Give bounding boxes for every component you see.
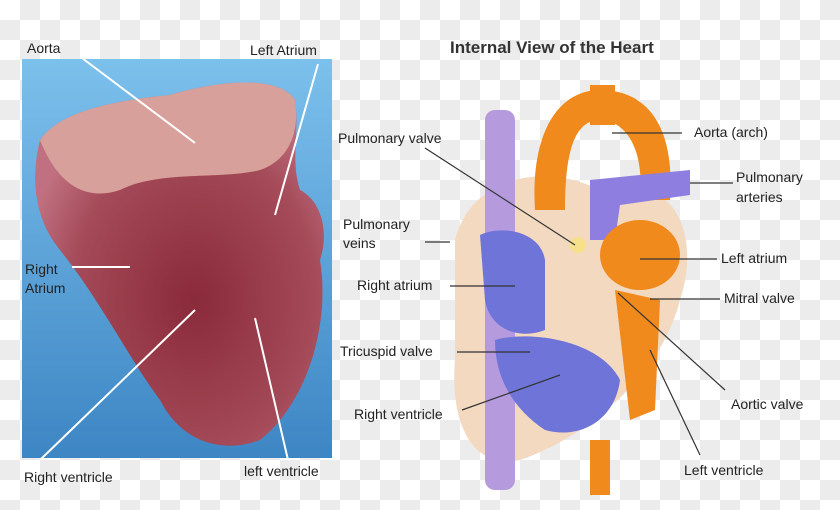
label-left-ventricle-photo: left ventricle [244, 463, 319, 479]
label-pulmonary-valve: Pulmonary valve [338, 130, 442, 146]
label-right-atrium-line2: Atrium [25, 280, 66, 296]
label-tricuspid-valve: Tricuspid valve [340, 343, 433, 359]
label-left-ventricle-diagram: Left ventricle [684, 462, 764, 478]
label-aorta: Aorta [27, 40, 61, 56]
label-aortic-valve: Aortic valve [731, 396, 804, 412]
label-right-ventricle-photo: Right ventricle [24, 469, 113, 485]
label-left-atrium-diagram: Left atrium [721, 250, 788, 266]
diagram-title: Internal View of the Heart [450, 38, 654, 57]
label-pulmonary-veins-line1: Pulmonary [343, 216, 410, 232]
label-pulmonary-arteries-line2: arteries [736, 189, 783, 205]
heart-photo [22, 57, 332, 461]
label-pulmonary-veins-line2: veins [343, 235, 376, 251]
label-aorta-arch: Aorta (arch) [694, 124, 768, 140]
label-pulmonary-arteries-line1: Pulmonary [736, 169, 803, 185]
label-left-atrium: Left Atrium [250, 42, 317, 58]
label-right-atrium-line1: Right [25, 261, 58, 277]
heart-diagram [424, 85, 733, 495]
label-right-ventricle-diagram: Right ventricle [354, 406, 443, 422]
label-right-atrium-diagram: Right atrium [357, 277, 433, 293]
label-mitral-valve: Mitral valve [724, 290, 795, 306]
